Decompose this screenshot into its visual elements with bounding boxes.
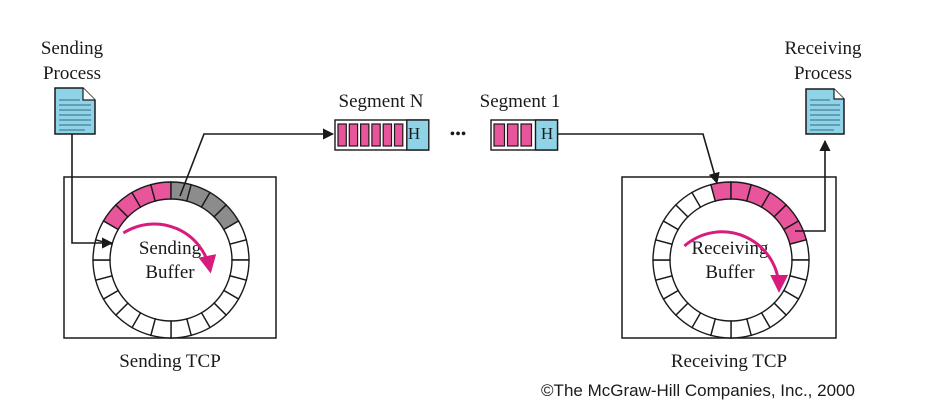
segment-1-data-cell (506, 123, 519, 147)
segment-n-data-cell (348, 123, 359, 147)
receiving-buffer-empty-slot (652, 259, 673, 282)
receive-buffer-to-process-arrow (795, 139, 831, 232)
receiving-direction-arrow (683, 230, 789, 293)
segment-1-data-cell (493, 123, 506, 147)
process-to-send-buffer-arrow (71, 134, 114, 249)
receiving-buffer-label-line2: Buffer (705, 262, 755, 283)
sending-document-icon (54, 87, 96, 135)
receiving-process-label-line2: Process (794, 63, 852, 84)
segment-n-data-cell (393, 123, 404, 147)
segment-n-header-label: H (408, 124, 420, 143)
receiving-buffer-empty-slot (789, 238, 810, 261)
segment-n-data-cell (360, 123, 370, 147)
receiving-buffer-ring (652, 181, 810, 339)
sending-buffer-data-slot (149, 181, 172, 202)
segment-1-header-cell (534, 119, 559, 151)
receiving-buffer-empty-slot (730, 318, 753, 339)
copyright-notice: ©The McGraw-Hill Companies, Inc., 2000 (541, 381, 855, 400)
sending-buffer-empty-slot (229, 238, 250, 261)
sending-buffer-ring (92, 181, 250, 339)
sending-buffer-empty-slot (170, 318, 193, 339)
receiving-tcp-label: Receiving TCP (671, 351, 787, 372)
segment-to-receive-buffer-arrow (558, 133, 720, 185)
segment-n-data-cell (337, 123, 347, 147)
segment-n-label: Segment N (339, 91, 424, 112)
segment-n-data-cell (382, 123, 393, 147)
segment-n-header-cell (406, 119, 430, 151)
ellipsis: ••• (450, 126, 467, 143)
segment-1-label: Segment 1 (480, 91, 561, 112)
sending-buffer-label-line1: Sending (139, 238, 202, 259)
segment-1-data-cell (520, 123, 533, 147)
sending-tcp-label: Sending TCP (119, 351, 221, 372)
sending-process-label-line1: Sending (41, 38, 104, 59)
sending-direction-arrow (122, 222, 217, 274)
receiving-document-icon (805, 88, 845, 135)
segment-n-data-cell (371, 123, 381, 147)
receiving-buffer-empty-slot (691, 183, 717, 209)
segment-1-header-label: H (541, 124, 553, 143)
sending-buffer-empty-slot (92, 259, 113, 282)
segment-1 (490, 119, 559, 151)
send-buffer-to-segment-arrow (179, 128, 335, 197)
receiving-buffer-label-line1: Receiving (691, 238, 769, 259)
sending-buffer-label-line2: Buffer (145, 262, 195, 283)
segment-n (334, 119, 430, 151)
sending-process-label-line2: Process (43, 63, 101, 84)
receiving-process-label-line1: Receiving (784, 38, 862, 59)
